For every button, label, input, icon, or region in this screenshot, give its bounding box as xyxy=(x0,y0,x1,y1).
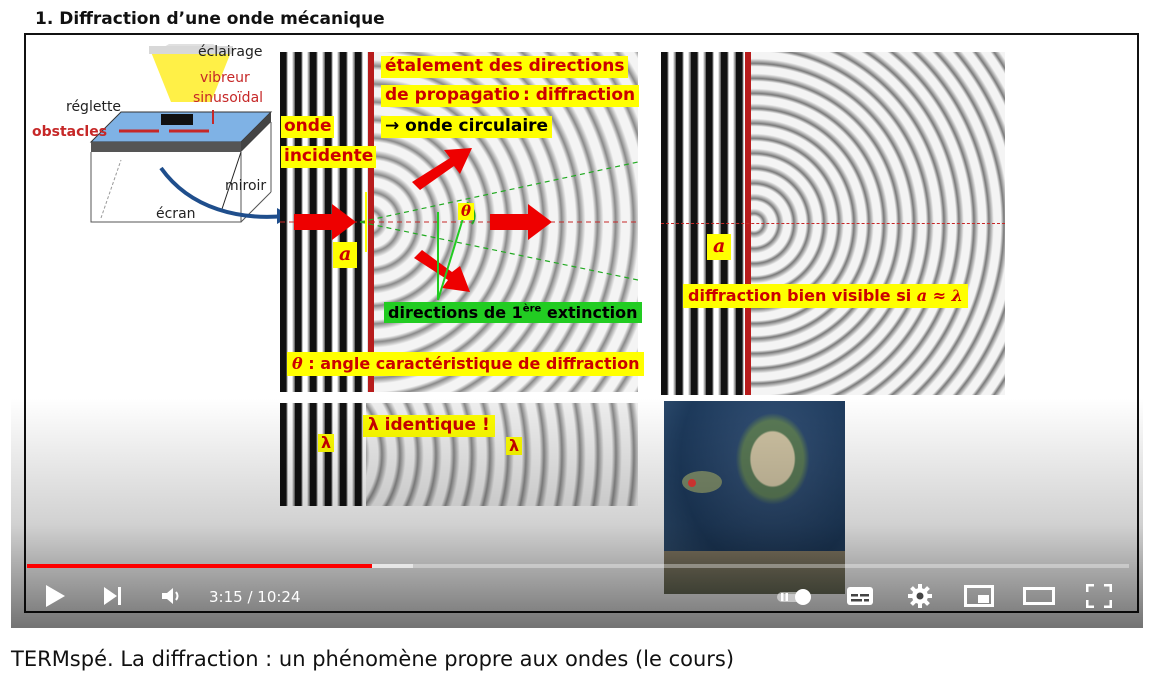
miniplayer-icon xyxy=(964,585,994,607)
next-icon xyxy=(104,587,121,605)
subtitles-button[interactable] xyxy=(840,578,880,614)
next-button[interactable] xyxy=(95,578,131,614)
subtitles-icon xyxy=(847,587,873,605)
video-frame: 1. Diffraction d’une onde mécanique écla… xyxy=(11,0,1143,628)
label-ecran: écran xyxy=(156,206,196,222)
label-propagation: de propagation xyxy=(381,85,536,107)
volume-icon xyxy=(162,588,179,604)
autoplay-toggle[interactable] xyxy=(773,578,817,614)
label-diffraction: : diffraction xyxy=(519,85,640,107)
label-angle: θ : angle caractéristique de diffraction xyxy=(287,352,645,377)
settings-button[interactable] xyxy=(900,578,940,614)
label-a-right: a xyxy=(707,234,732,260)
wave-image-circular xyxy=(661,52,1005,395)
ripple-tank-diagram xyxy=(89,44,291,224)
autoplay-toggle-icon xyxy=(777,589,811,605)
label-lambda-2: λ xyxy=(506,436,523,456)
theater-button[interactable] xyxy=(1019,578,1059,614)
label-theta: θ xyxy=(458,202,475,221)
label-etalement: étalement des directions xyxy=(381,56,629,78)
video-player[interactable]: 1. Diffraction d’une onde mécanique écla… xyxy=(11,0,1143,628)
label-vibreur: vibreur xyxy=(200,70,250,86)
video-title: TERMspé. La diffraction : un phénomène p… xyxy=(11,647,735,671)
time-display: 3:15 / 10:24 xyxy=(209,588,301,606)
label-obstacles: obstacles xyxy=(32,124,108,140)
played-bar xyxy=(27,564,372,568)
label-incidente: incidente xyxy=(281,146,377,168)
label-extinction: directions de 1ère extinction xyxy=(384,302,642,323)
label-eclairage: éclairage xyxy=(198,44,263,60)
label-sinusoidal: sinusoïdal xyxy=(193,90,264,106)
label-a-left: a xyxy=(333,242,358,268)
label-reglette: réglette xyxy=(66,99,122,115)
fullscreen-button[interactable] xyxy=(1079,578,1119,614)
progress-bar[interactable] xyxy=(27,564,1129,568)
label-onde-circulaire: → onde circulaire xyxy=(381,116,553,138)
theater-icon xyxy=(1023,587,1055,605)
label-identique: λ identique ! xyxy=(363,415,495,437)
diffraction-annotations xyxy=(280,148,638,301)
label-miroir: miroir xyxy=(225,178,267,194)
label-lambda-1: λ xyxy=(318,433,335,453)
play-icon xyxy=(46,585,65,607)
play-button[interactable] xyxy=(37,578,73,614)
slide-title: 1. Diffraction d’une onde mécanique xyxy=(35,9,385,29)
fullscreen-icon xyxy=(1086,584,1112,608)
volume-button[interactable] xyxy=(153,578,189,614)
label-visible: diffraction bien visible si a ≈ λ xyxy=(683,284,968,309)
settings-icon xyxy=(908,584,932,608)
miniplayer-button[interactable] xyxy=(959,578,999,614)
label-onde: onde xyxy=(281,116,335,138)
